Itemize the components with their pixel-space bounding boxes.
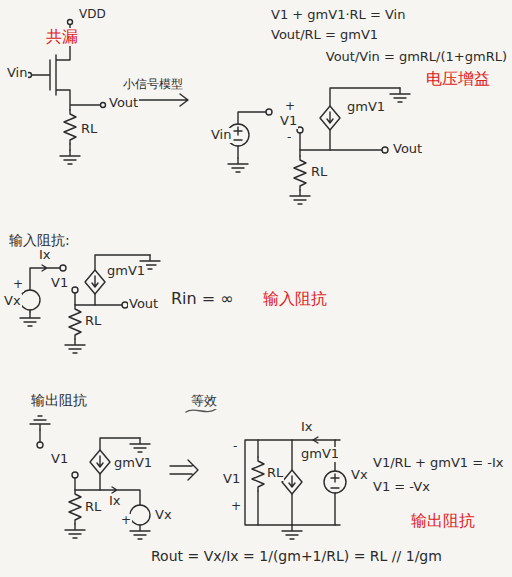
output-equivalent-circuit xyxy=(245,437,346,539)
note-text: - xyxy=(232,440,238,454)
note-text: Vx xyxy=(3,294,22,309)
note-text: gmV1 xyxy=(346,100,386,115)
note-text: Vx xyxy=(154,508,173,523)
note-text: 输出阻抗 xyxy=(30,392,88,408)
note-text: + xyxy=(230,500,242,514)
note-text: Vin xyxy=(210,128,232,143)
output-impedance-circuit xyxy=(30,416,150,539)
note-text: V1 xyxy=(50,276,69,291)
note-text: Vout/Vin = gmRL/(1+gmRL) xyxy=(325,50,508,65)
note-text: V1 xyxy=(50,452,69,467)
note-text: 小信号模型 xyxy=(122,78,184,92)
note-text: V1/RL + gmV1 = -Ix xyxy=(372,456,504,471)
note-text: Rout = Vx/Ix = 1/(gm+1/RL) = RL // 1/gm xyxy=(150,548,443,564)
note-text: gmV1 xyxy=(300,447,340,462)
note-text: gmV1 xyxy=(113,456,153,471)
note-text: Vout xyxy=(108,96,139,111)
section-label: 输入阻抗 xyxy=(262,290,328,308)
section-label: 输出阻抗 xyxy=(410,512,476,530)
note-text: RL xyxy=(84,314,102,329)
equivalent-arrow xyxy=(170,460,198,480)
note-text: V1 xyxy=(222,472,241,487)
note-text: Ix xyxy=(108,494,122,509)
mosfet-circuit xyxy=(27,20,106,165)
scribble xyxy=(186,409,216,412)
note-text: VDD xyxy=(78,8,107,22)
note-text: gmV1 xyxy=(106,264,146,279)
note-text: Vout xyxy=(128,297,159,312)
note-text: + xyxy=(12,278,24,292)
input-impedance-circuit xyxy=(20,255,160,353)
note-text: RL xyxy=(266,466,284,481)
note-text: V1 + gmV1·RL = Vin xyxy=(270,8,406,23)
note-text: Vx xyxy=(350,468,369,483)
note-text: Vout/RL = gmV1 xyxy=(270,28,379,43)
note-text: + xyxy=(120,514,132,528)
note-text: 输入阻抗: xyxy=(8,232,71,248)
small-signal-circuit xyxy=(227,88,410,204)
note-text: Ix xyxy=(38,248,52,263)
note-text: Vin xyxy=(6,66,28,81)
note-text: RL xyxy=(310,165,328,180)
note-text: RL xyxy=(80,122,98,137)
note-text: V1 = -Vx xyxy=(372,480,431,495)
note-text: V1 xyxy=(279,114,298,129)
heading-label: 共漏 xyxy=(45,28,79,46)
note-text: RL xyxy=(84,500,102,515)
note-text: + xyxy=(284,100,296,114)
note-text: - xyxy=(286,131,292,145)
note-text: Ix xyxy=(300,420,314,435)
note-text: Rin = ∞ xyxy=(170,290,235,308)
note-text: 等效 xyxy=(190,394,218,409)
note-text: Vout xyxy=(392,142,423,157)
section-label: 电压增益 xyxy=(425,70,491,88)
